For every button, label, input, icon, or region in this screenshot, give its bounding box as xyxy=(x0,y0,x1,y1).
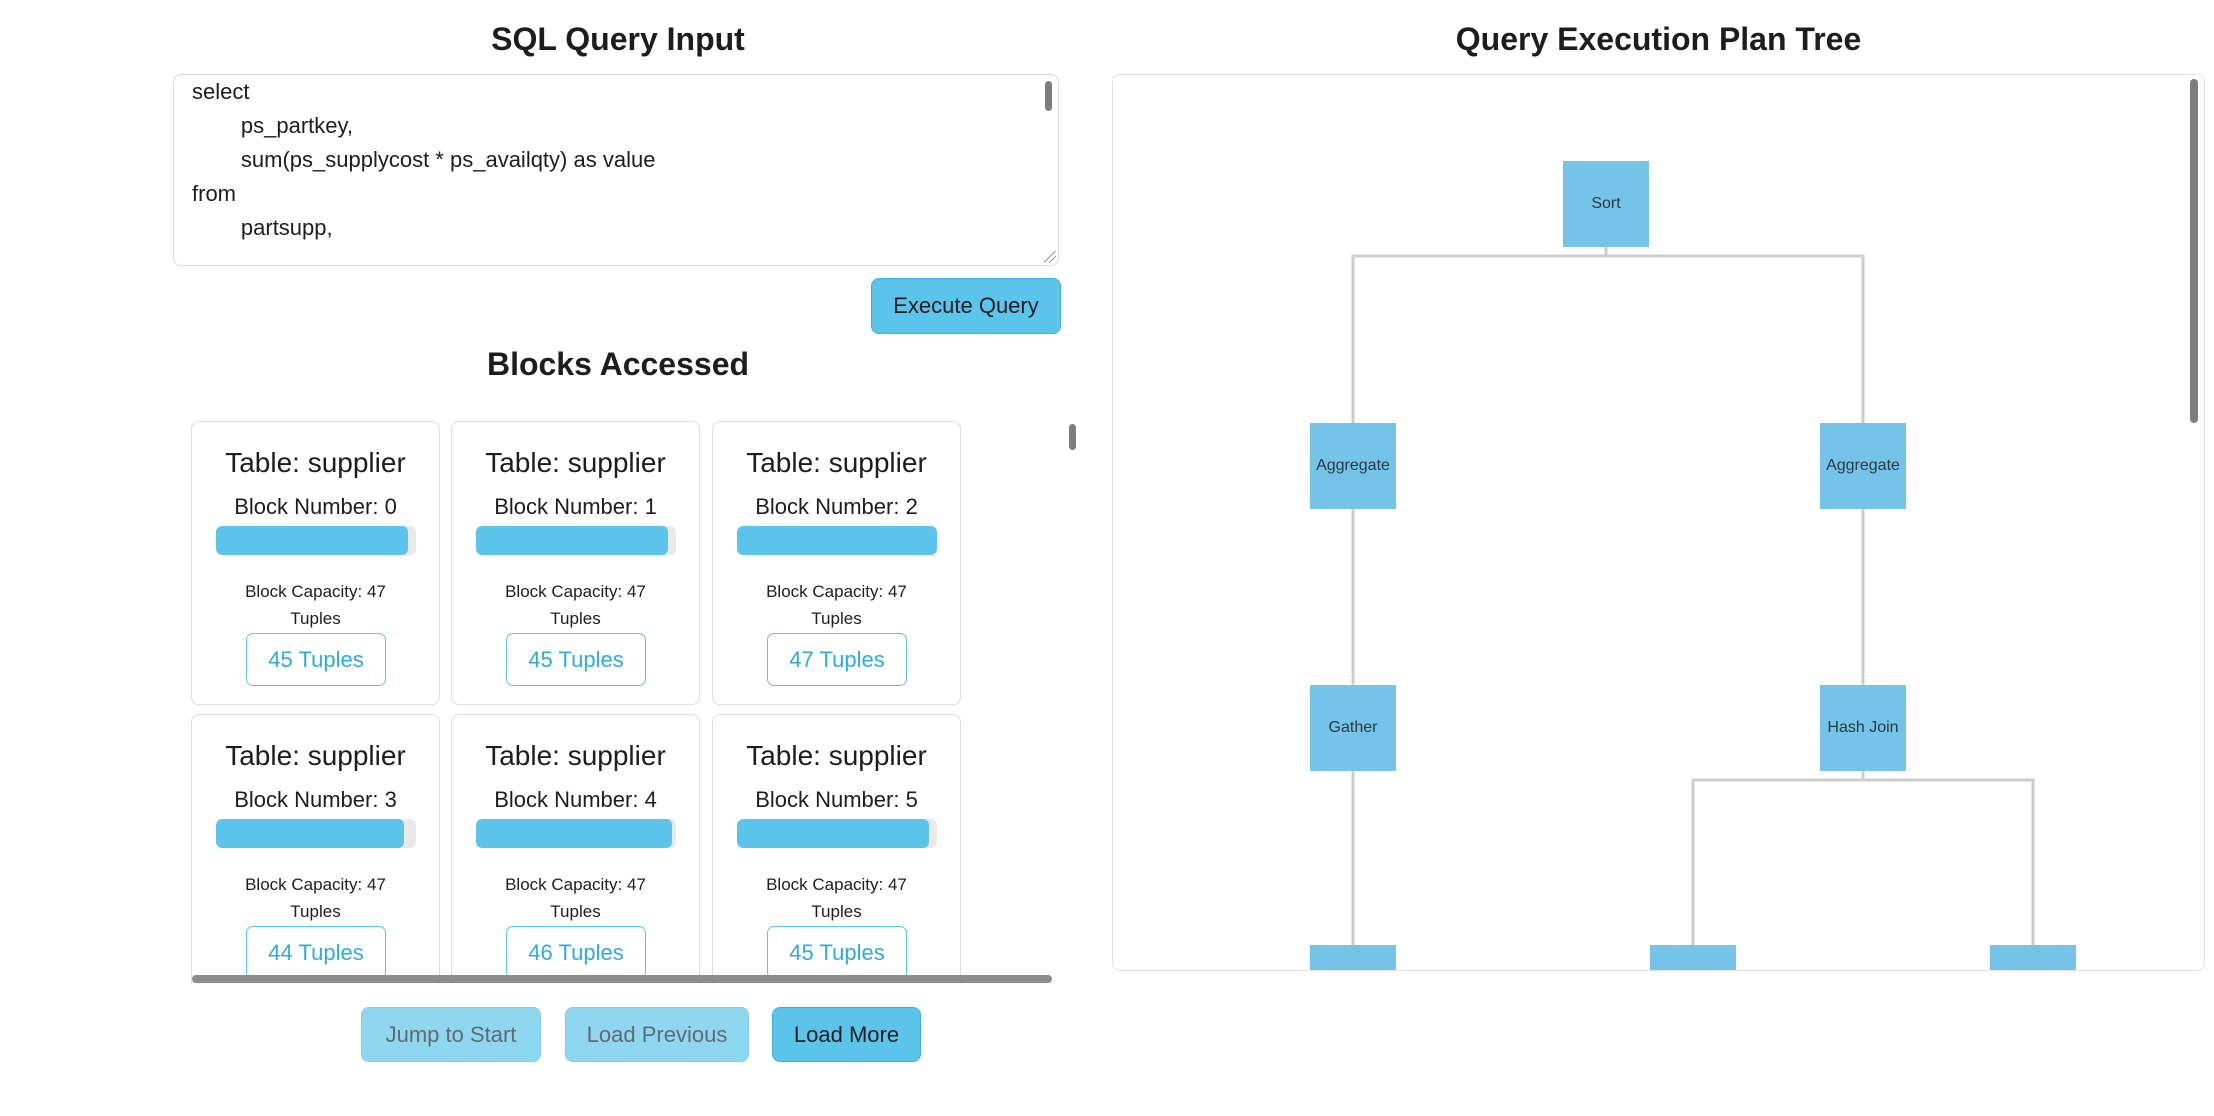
plan-node-label: Hash Join xyxy=(1827,719,1898,736)
block-fill-bar xyxy=(737,526,937,555)
load-previous-button[interactable]: Load Previous xyxy=(565,1007,749,1062)
plan-node-hash-join[interactable]: Hash Join xyxy=(1820,685,1906,771)
block-capacity-line2: Tuples xyxy=(811,902,862,921)
block-capacity-line1: Block Capacity: 47 xyxy=(505,875,646,894)
plan-node-partial[interactable] xyxy=(1310,945,1396,971)
block-number: Block Number: 1 xyxy=(494,494,657,519)
block-fill-bar xyxy=(737,819,937,848)
block-fill-bar xyxy=(216,819,416,848)
sql-query-title: SQL Query Input xyxy=(491,21,745,57)
plan-tree-panel[interactable]: Sort Aggregate Aggregate Gather Hash Joi… xyxy=(1112,74,2205,971)
block-capacity-line1: Block Capacity: 47 xyxy=(505,582,646,601)
block-card: Table: supplier Block Number: 0 Block Ca… xyxy=(191,421,440,705)
block-fill-bar-value xyxy=(476,819,672,848)
block-capacity-line1: Block Capacity: 47 xyxy=(766,875,907,894)
resize-handle-icon[interactable] xyxy=(1044,251,1056,263)
block-card: Table: supplier Block Number: 1 Block Ca… xyxy=(451,421,700,705)
block-fill-bar xyxy=(476,819,676,848)
sql-line: ps_partkey, xyxy=(192,113,353,138)
plan-node-label: Aggregate xyxy=(1826,457,1900,474)
block-capacity-line1: Block Capacity: 47 xyxy=(245,875,386,894)
plan-node-gather[interactable]: Gather xyxy=(1310,685,1396,771)
block-capacity: Block Capacity: 47 Tuples xyxy=(462,578,689,632)
plan-tree-scrollbar[interactable] xyxy=(2190,79,2198,423)
plan-node-label: Aggregate xyxy=(1316,457,1390,474)
block-number: Block Number: 4 xyxy=(494,787,657,812)
block-fill-bar-value xyxy=(737,526,937,555)
sql-line: partsupp, xyxy=(192,215,333,240)
plan-tree-svg: Sort Aggregate Aggregate Gather Hash Joi… xyxy=(1310,161,2076,971)
plan-tree-title: Query Execution Plan Tree xyxy=(1455,21,1862,57)
block-table-name: Table: supplier xyxy=(746,740,927,771)
block-capacity-line2: Tuples xyxy=(550,902,601,921)
tree-edge xyxy=(1606,254,1865,423)
block-number: Block Number: 2 xyxy=(755,494,918,519)
block-capacity-line2: Tuples xyxy=(550,609,601,628)
block-table-name: Table: supplier xyxy=(485,447,666,478)
plan-node-label: Sort xyxy=(1591,195,1621,212)
sql-scrollbar[interactable] xyxy=(1045,81,1052,111)
tree-edge xyxy=(1351,247,1608,423)
block-capacity-line2: Tuples xyxy=(290,902,341,921)
load-more-button[interactable]: Load More xyxy=(772,1007,921,1062)
tuples-button[interactable]: 45 Tuples xyxy=(506,633,646,686)
sql-line: from xyxy=(192,181,236,206)
block-capacity: Block Capacity: 47 Tuples xyxy=(202,578,429,632)
block-fill-bar-value xyxy=(737,819,929,848)
block-capacity-line2: Tuples xyxy=(290,609,341,628)
plan-node-partial[interactable] xyxy=(1650,945,1736,971)
plan-node-partial[interactable] xyxy=(1990,945,2076,971)
tree-edge xyxy=(1863,778,2035,945)
plan-node-aggregate-right[interactable]: Aggregate xyxy=(1820,423,1906,509)
block-fill-bar xyxy=(216,526,416,555)
block-table-name: Table: supplier xyxy=(225,740,406,771)
sql-line: select xyxy=(192,79,250,104)
block-capacity-line1: Block Capacity: 47 xyxy=(245,582,386,601)
block-number: Block Number: 5 xyxy=(755,787,918,812)
jump-to-start-button[interactable]: Jump to Start xyxy=(361,1007,541,1062)
block-card: Table: supplier Block Number: 3 Block Ca… xyxy=(191,714,440,984)
block-card: Table: supplier Block Number: 4 Block Ca… xyxy=(451,714,700,984)
blocks-horizontal-scrollbar[interactable] xyxy=(192,975,1052,983)
block-capacity: Block Capacity: 47 Tuples xyxy=(462,871,689,925)
tuples-button[interactable]: 46 Tuples xyxy=(506,926,646,979)
plan-node-sort[interactable]: Sort xyxy=(1563,161,1649,247)
block-capacity: Block Capacity: 47 Tuples xyxy=(202,871,429,925)
sql-line: sum(ps_supplycost * ps_availqty) as valu… xyxy=(192,147,656,172)
tuples-button[interactable]: 45 Tuples xyxy=(246,633,386,686)
blocks-accessed-title: Blocks Accessed xyxy=(486,346,750,382)
block-capacity-line1: Block Capacity: 47 xyxy=(766,582,907,601)
tree-edge xyxy=(1691,771,1865,945)
block-capacity-line2: Tuples xyxy=(811,609,862,628)
blocks-grid: Table: supplier Block Number: 0 Block Ca… xyxy=(185,412,1053,984)
block-table-name: Table: supplier xyxy=(746,447,927,478)
block-capacity: Block Capacity: 47 Tuples xyxy=(723,871,950,925)
block-fill-bar-value xyxy=(476,526,668,555)
sql-query-textarea[interactable]: select ps_partkey, sum(ps_supplycost * p… xyxy=(173,74,1059,266)
block-fill-bar-value xyxy=(216,819,404,848)
tuples-button[interactable]: 44 Tuples xyxy=(246,926,386,979)
plan-node-aggregate-left[interactable]: Aggregate xyxy=(1310,423,1396,509)
block-capacity: Block Capacity: 47 Tuples xyxy=(723,578,950,632)
execute-query-button[interactable]: Execute Query xyxy=(871,278,1061,334)
block-fill-bar xyxy=(476,526,676,555)
blocks-vertical-scrollbar[interactable] xyxy=(1069,424,1076,450)
block-table-name: Table: supplier xyxy=(225,447,406,478)
block-fill-bar-value xyxy=(216,526,408,555)
block-table-name: Table: supplier xyxy=(485,740,666,771)
block-card: Table: supplier Block Number: 2 Block Ca… xyxy=(712,421,961,705)
block-number: Block Number: 0 xyxy=(234,494,397,519)
block-card: Table: supplier Block Number: 5 Block Ca… xyxy=(712,714,961,984)
tuples-button[interactable]: 45 Tuples xyxy=(767,926,907,979)
plan-node-label: Gather xyxy=(1329,719,1379,736)
tuples-button[interactable]: 47 Tuples xyxy=(767,633,907,686)
block-number: Block Number: 3 xyxy=(234,787,397,812)
